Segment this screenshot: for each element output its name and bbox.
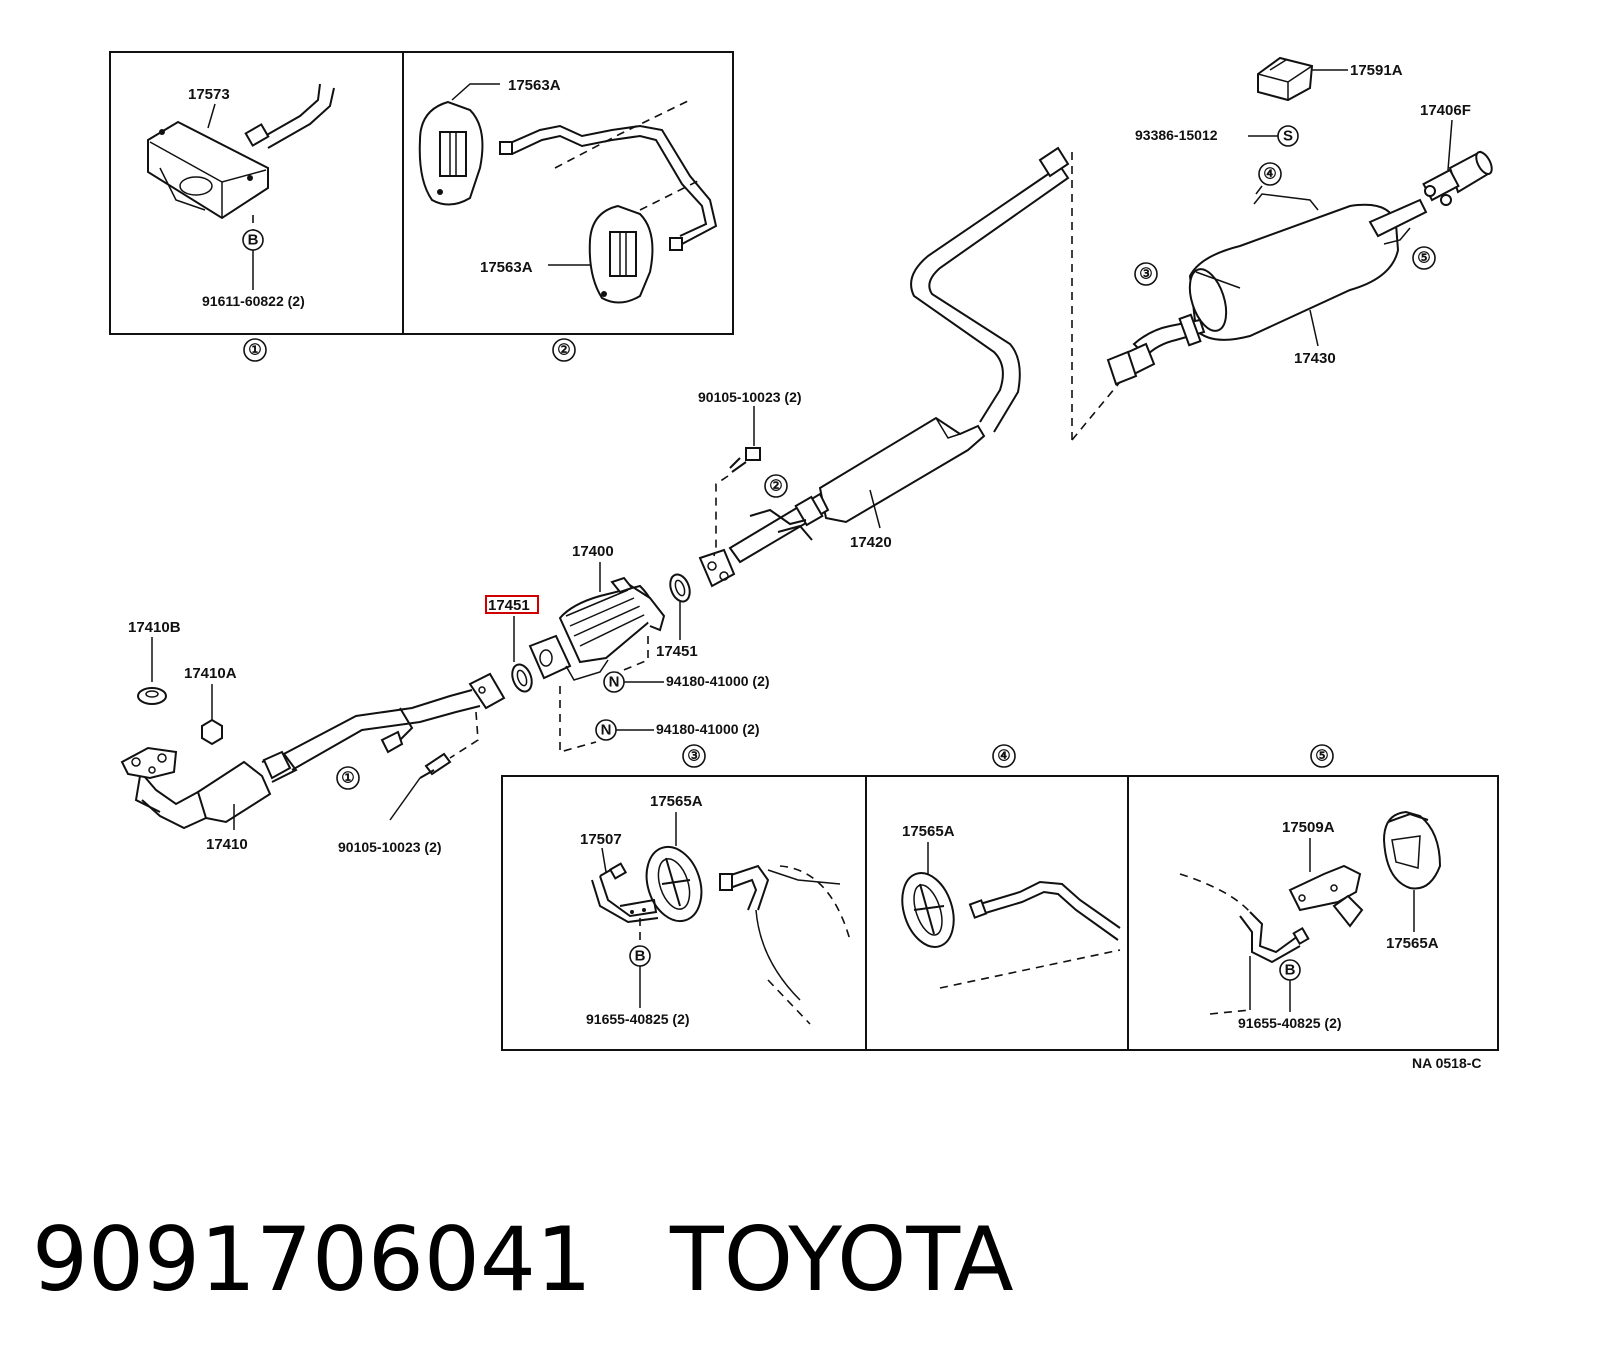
drawing-code: NA 0518-C [1412, 1055, 1482, 1071]
callout-3-circle [1134, 262, 1158, 286]
label-d3-17565a: 17565A [650, 793, 703, 810]
detail-3-number-circle [682, 744, 706, 768]
inset-box-2: 17563A 17563A [402, 51, 734, 335]
callout-1-circle [336, 766, 360, 790]
code-s-label: S [1283, 128, 1293, 145]
code-n-label-upper: N [609, 674, 620, 691]
box-1-number: ① [248, 342, 261, 359]
tail-pipe-17406f [1422, 150, 1493, 206]
label-17573: 17573 [188, 86, 230, 103]
label-17563a-upper: 17563A [508, 77, 561, 94]
inset-box-1: B 17573 91611-60822 (2) [109, 51, 404, 335]
callout-4: ④ [1263, 166, 1276, 183]
detail-box-4: 17565A [901, 823, 1121, 989]
callout-1: ① [341, 770, 354, 787]
footer-brand: TOYOTA [669, 1208, 1014, 1311]
detail-4-number: ④ [997, 748, 1010, 765]
detail-3-number: ③ [687, 748, 700, 765]
callout-2-circle [764, 474, 788, 498]
callout-4-circle [1258, 162, 1282, 186]
code-b-label: B [248, 232, 259, 249]
front-pipe-17410 [120, 672, 506, 830]
label-17451-highlighted: 17451 [488, 597, 530, 614]
label-17406f: 17406F [1420, 102, 1471, 119]
callout-5: ⑤ [1417, 250, 1430, 267]
rubber-block-17591a [1257, 56, 1314, 102]
label-17420: 17420 [850, 534, 892, 551]
code-n-label-lower: N [601, 722, 612, 739]
detail-box-5: 17509A 17565A B 91655-40825 (2) [1179, 810, 1442, 1031]
label-17430: 17430 [1294, 350, 1336, 367]
detail-box-3: 17565A 17507 B 91655-40825 (2) [580, 793, 851, 1027]
label-d5-91655-40825: 91655-40825 (2) [1238, 1015, 1342, 1031]
label-17591a: 17591A [1350, 62, 1403, 79]
center-pipe-17420 [698, 146, 1070, 588]
label-17563a-lower: 17563A [480, 259, 533, 276]
detail-5-number: ⑤ [1315, 748, 1328, 765]
code-s-circle [1277, 125, 1299, 147]
muffler-17430 [1106, 185, 1428, 386]
highlight-box [485, 595, 539, 614]
label-17451: 17451 [656, 643, 698, 660]
label-d4-17565a: 17565A [902, 823, 955, 840]
label-91611-60822: 91611-60822 (2) [202, 293, 305, 309]
detail-boxes-frame [501, 775, 1499, 1051]
label-17410a: 17410A [184, 665, 237, 682]
footer-part-number: 9091706041 [32, 1208, 592, 1311]
detail-4-number-circle [992, 744, 1016, 768]
detail-5-number-circle [1310, 744, 1334, 768]
box-2-number: ② [557, 342, 570, 359]
label-94180-41000-upper: 94180-41000 (2) [666, 673, 770, 689]
stud-17410a [201, 718, 223, 746]
label-17400: 17400 [572, 543, 614, 560]
callout-3: ③ [1139, 266, 1152, 283]
label-90105-10023-top: 90105-10023 (2) [698, 389, 802, 405]
callout-2: ② [769, 478, 782, 495]
label-17410b: 17410B [128, 619, 181, 636]
label-93386-15012: 93386-15012 [1135, 127, 1218, 143]
bolt-90105-top [729, 447, 761, 473]
label-90105-10023-bottom: 90105-10023 (2) [338, 839, 442, 855]
label-d5-17565a: 17565A [1386, 935, 1439, 952]
nut-17410b [137, 687, 167, 705]
d3-code-b-label: B [635, 948, 646, 965]
label-d3-91655-40825: 91655-40825 (2) [586, 1011, 690, 1027]
label-17410: 17410 [206, 836, 248, 853]
catalytic-converter-17400 [528, 576, 666, 681]
label-d3-17507: 17507 [580, 831, 622, 848]
d5-code-b-label: B [1285, 962, 1296, 979]
box-2-number-circle [552, 338, 576, 362]
callout-5-circle [1412, 246, 1436, 270]
bolt-90105-bottom [419, 752, 452, 779]
box-1-number-circle [243, 338, 267, 362]
label-94180-41000-lower: 94180-41000 (2) [656, 721, 760, 737]
gasket-17451-right [669, 573, 691, 603]
gasket-17451-left [511, 663, 533, 693]
label-d5-17509a: 17509A [1282, 819, 1335, 836]
